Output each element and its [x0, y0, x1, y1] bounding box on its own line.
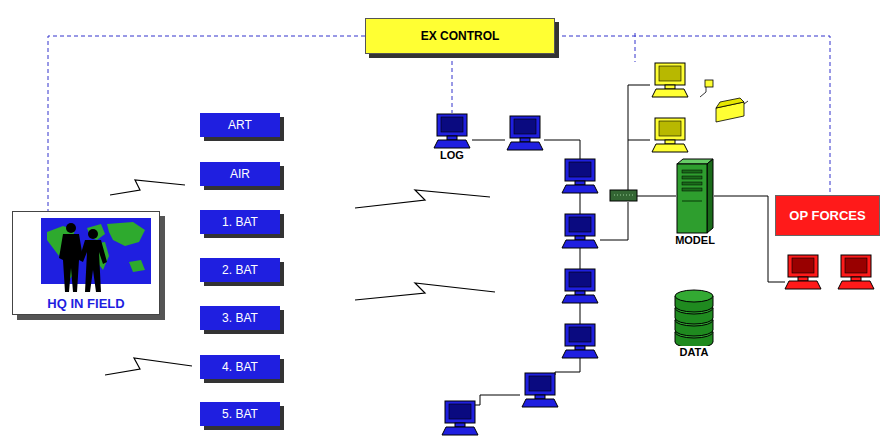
node-label: DATA	[673, 346, 715, 358]
db-icon	[673, 288, 715, 346]
radio-links	[105, 180, 495, 375]
data-store: DATA	[673, 288, 715, 358]
node-label: 2. BAT	[208, 263, 272, 277]
control-link	[555, 36, 830, 195]
node-label: 1. BAT	[208, 215, 272, 229]
node-label: MODEL	[673, 234, 717, 246]
unit-box: 1. BAT	[200, 210, 280, 234]
hq-illustration	[13, 212, 159, 296]
node-label: EX CONTROL	[378, 29, 542, 43]
model-server: MODEL	[673, 158, 717, 246]
unit-box: 5. BAT	[200, 402, 280, 426]
unit-box: 3. BAT	[200, 306, 280, 330]
opforces-box: OP FORCES	[775, 195, 880, 236]
hq-box: HQ IN FIELD	[12, 211, 160, 315]
node-label: LOG	[432, 149, 472, 161]
control-link	[452, 54, 453, 113]
comp-icon	[432, 113, 472, 149]
unit-box: AIR	[200, 162, 280, 186]
printer-icon	[700, 80, 748, 122]
log-computer: LOG	[432, 113, 472, 161]
control-link	[48, 36, 365, 211]
node-label: 3. BAT	[208, 311, 272, 325]
network-wire	[470, 85, 785, 405]
node-label: AIR	[208, 167, 272, 181]
network-hub	[610, 190, 637, 201]
node-label: HQ IN FIELD	[13, 296, 159, 311]
node-label: OP FORCES	[784, 208, 871, 223]
unit-box: 4. BAT	[200, 355, 280, 379]
node-label: ART	[208, 118, 272, 132]
node-label: 5. BAT	[208, 407, 272, 421]
unit-box: 2. BAT	[200, 258, 280, 282]
server-icon	[673, 158, 717, 234]
control-box: EX CONTROL	[365, 18, 555, 54]
node-label: 4. BAT	[208, 360, 272, 374]
control-link	[635, 33, 636, 62]
unit-box: ART	[200, 113, 280, 137]
